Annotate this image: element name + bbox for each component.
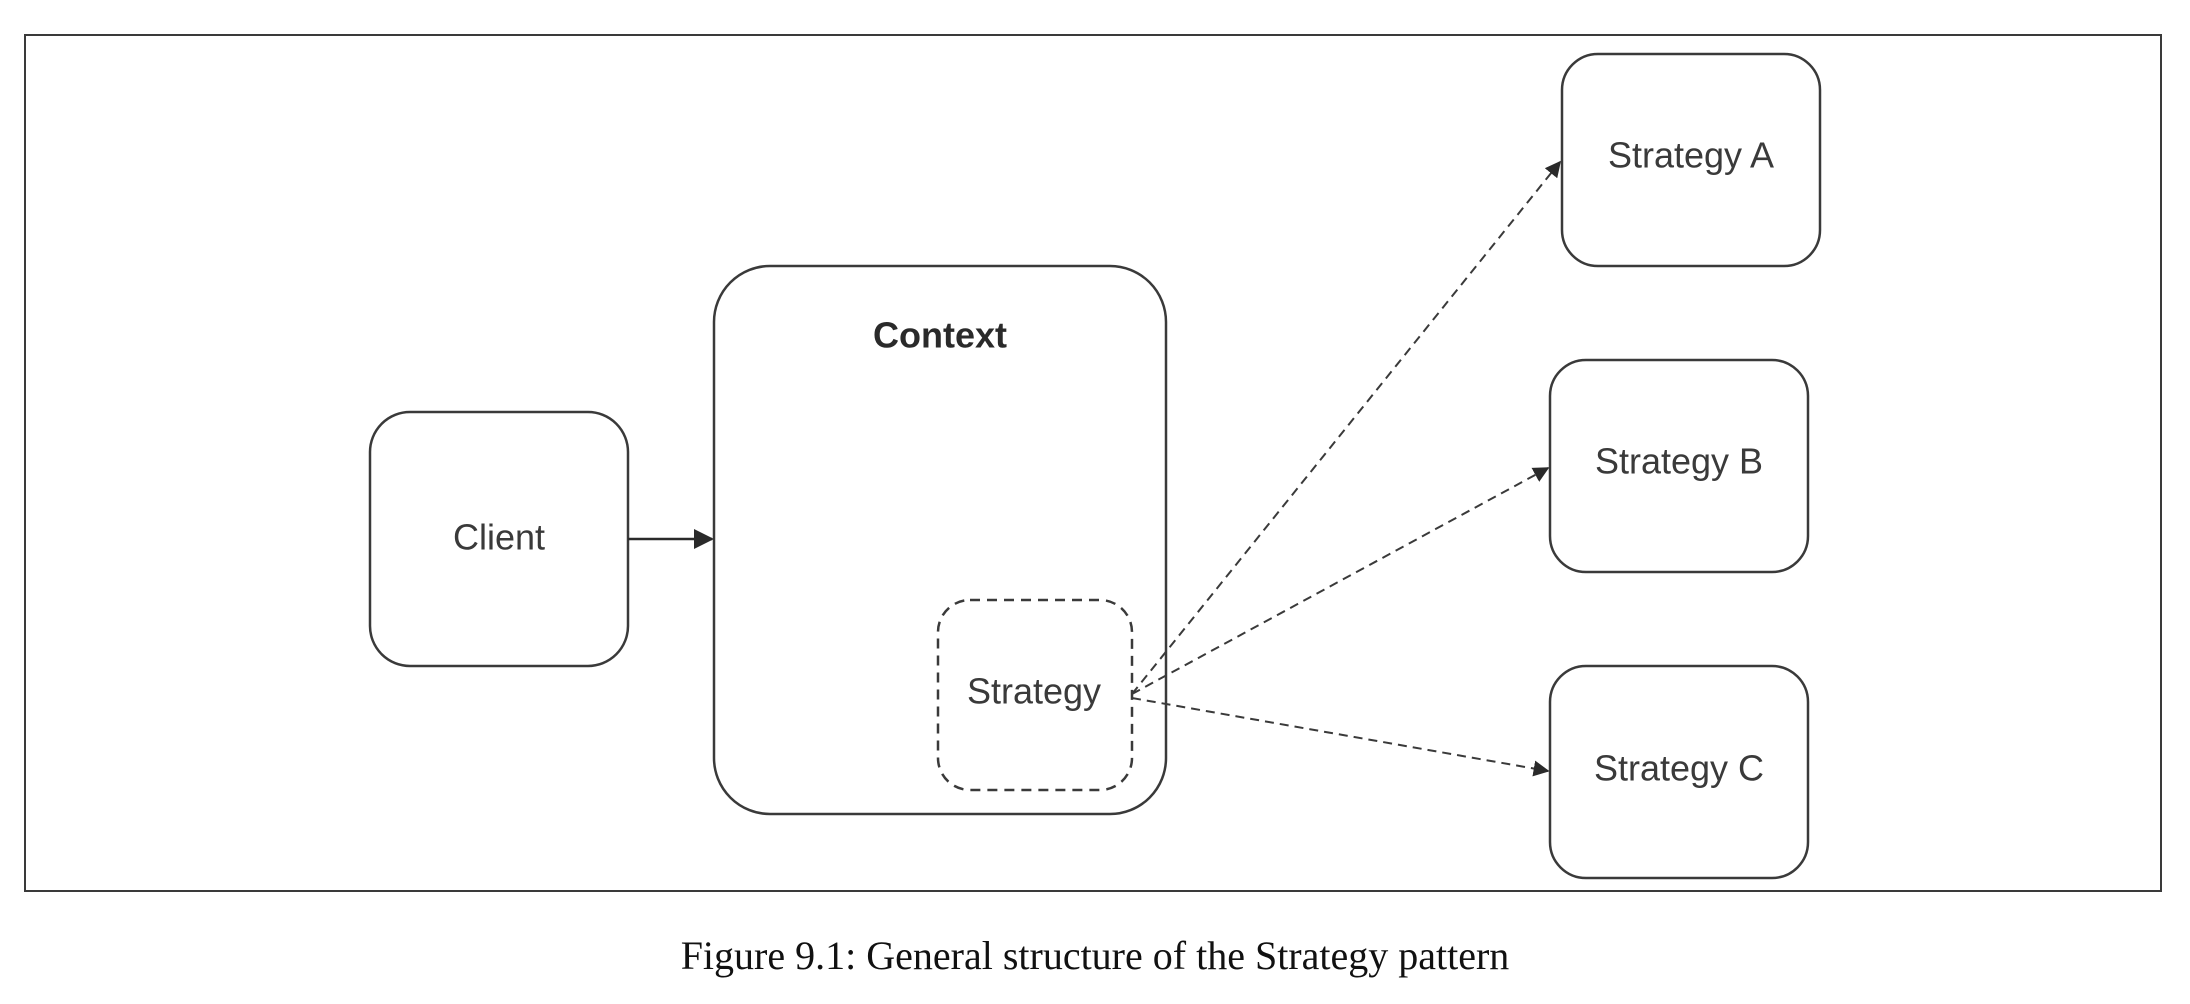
strategy-to-a-arrow	[1131, 160, 1562, 695]
context-label: Context	[873, 315, 1007, 356]
strategy-node	[936, 598, 1134, 792]
strategy-a-label: Strategy A	[1608, 135, 1774, 176]
strategy-c-node	[1548, 664, 1810, 880]
strategy-c-label: Strategy C	[1594, 748, 1764, 789]
strategy-a-node	[1560, 52, 1822, 268]
strategy-label: Strategy	[967, 671, 1101, 712]
figure-caption: Figure 9.1: General structure of the Str…	[680, 933, 1510, 978]
strategy-b-label: Strategy B	[1595, 441, 1763, 482]
strategy-to-b-arrow	[1131, 467, 1550, 695]
strategy-b-node	[1548, 358, 1810, 574]
strategy-to-c-arrow	[1131, 697, 1550, 777]
client-label: Client	[453, 517, 545, 558]
